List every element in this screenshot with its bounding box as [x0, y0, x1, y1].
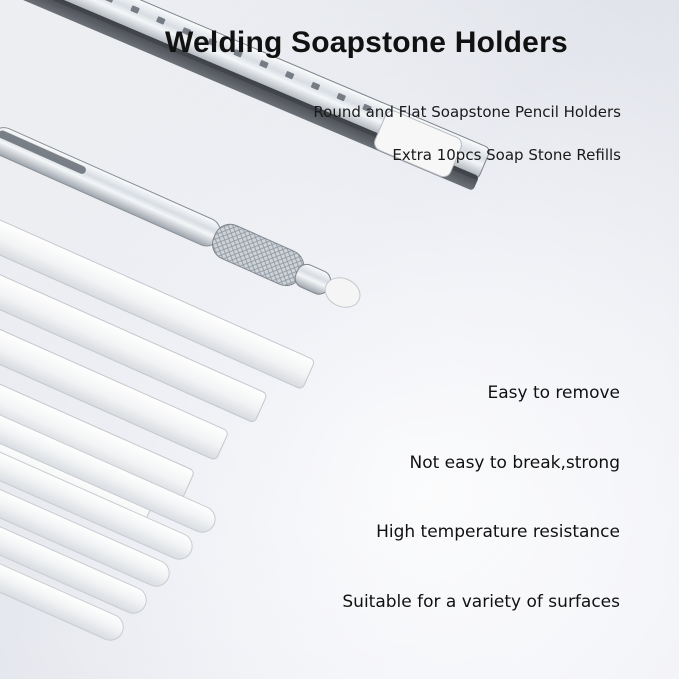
subtitle-refills: Extra 10pcs Soap Stone Refills	[392, 146, 621, 164]
round-soapstone-holder-icon	[0, 127, 361, 308]
feature-surfaces: Suitable for a variety of surfaces	[342, 592, 620, 612]
feature-easy-remove: Easy to remove	[487, 383, 620, 403]
feature-strong: Not easy to break,strong	[409, 453, 621, 473]
page-title: Welding Soapstone Holders	[165, 26, 568, 59]
feature-temperature-resistance: High temperature resistance	[376, 522, 620, 542]
flat-soapstone-holder-icon	[0, 0, 490, 190]
subtitle-holders: Round and Flat Soapstone Pencil Holders	[313, 103, 621, 121]
round-soapstone-refill-icon	[0, 410, 216, 641]
